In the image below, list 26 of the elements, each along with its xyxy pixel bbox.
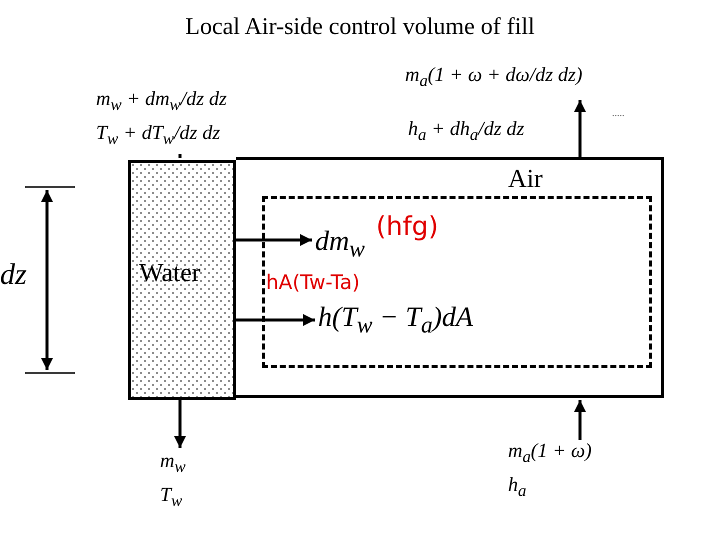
formula: h(T$_{w}$ − T$_{a}$)dA bbox=[318, 302, 474, 340]
arrow bbox=[236, 234, 312, 246]
control-volume-box bbox=[262, 196, 652, 368]
arrow bbox=[174, 400, 186, 448]
line bbox=[178, 154, 182, 158]
air-region bbox=[236, 157, 664, 398]
formula: h$_{a}$ + dh$_{a}$/dz dz bbox=[408, 118, 524, 145]
formula: m$_{w}$ bbox=[160, 450, 186, 477]
formula: m$_{a}$(1 + ω) bbox=[508, 440, 592, 467]
arrow bbox=[574, 100, 586, 157]
formula: T$_{w}$ bbox=[160, 484, 182, 511]
formula: T$_{w}$ + dT$_{w}$/dz dz bbox=[96, 122, 220, 149]
handwritten-note: (hfg) bbox=[376, 212, 438, 242]
region-label: Water bbox=[139, 258, 200, 288]
region-label: Air bbox=[508, 164, 543, 194]
dotted-note: ..... bbox=[612, 108, 624, 119]
diagram-title: Local Air-side control volume of fill bbox=[184, 14, 536, 41]
formula: h$_{a}$ bbox=[508, 474, 526, 501]
arrow bbox=[236, 314, 315, 326]
formula: dm$_{w}$ bbox=[315, 226, 365, 264]
water-region bbox=[128, 160, 236, 400]
arrow bbox=[574, 400, 586, 440]
formula: m$_{a}$(1 + ω + dω/dz dz) bbox=[405, 64, 582, 91]
formula: m$_{w}$ + dm$_{w}$/dz dz bbox=[96, 88, 227, 115]
handwritten-note: hA(Tw-Ta) bbox=[266, 270, 360, 294]
dimension-label: dz bbox=[0, 258, 27, 292]
